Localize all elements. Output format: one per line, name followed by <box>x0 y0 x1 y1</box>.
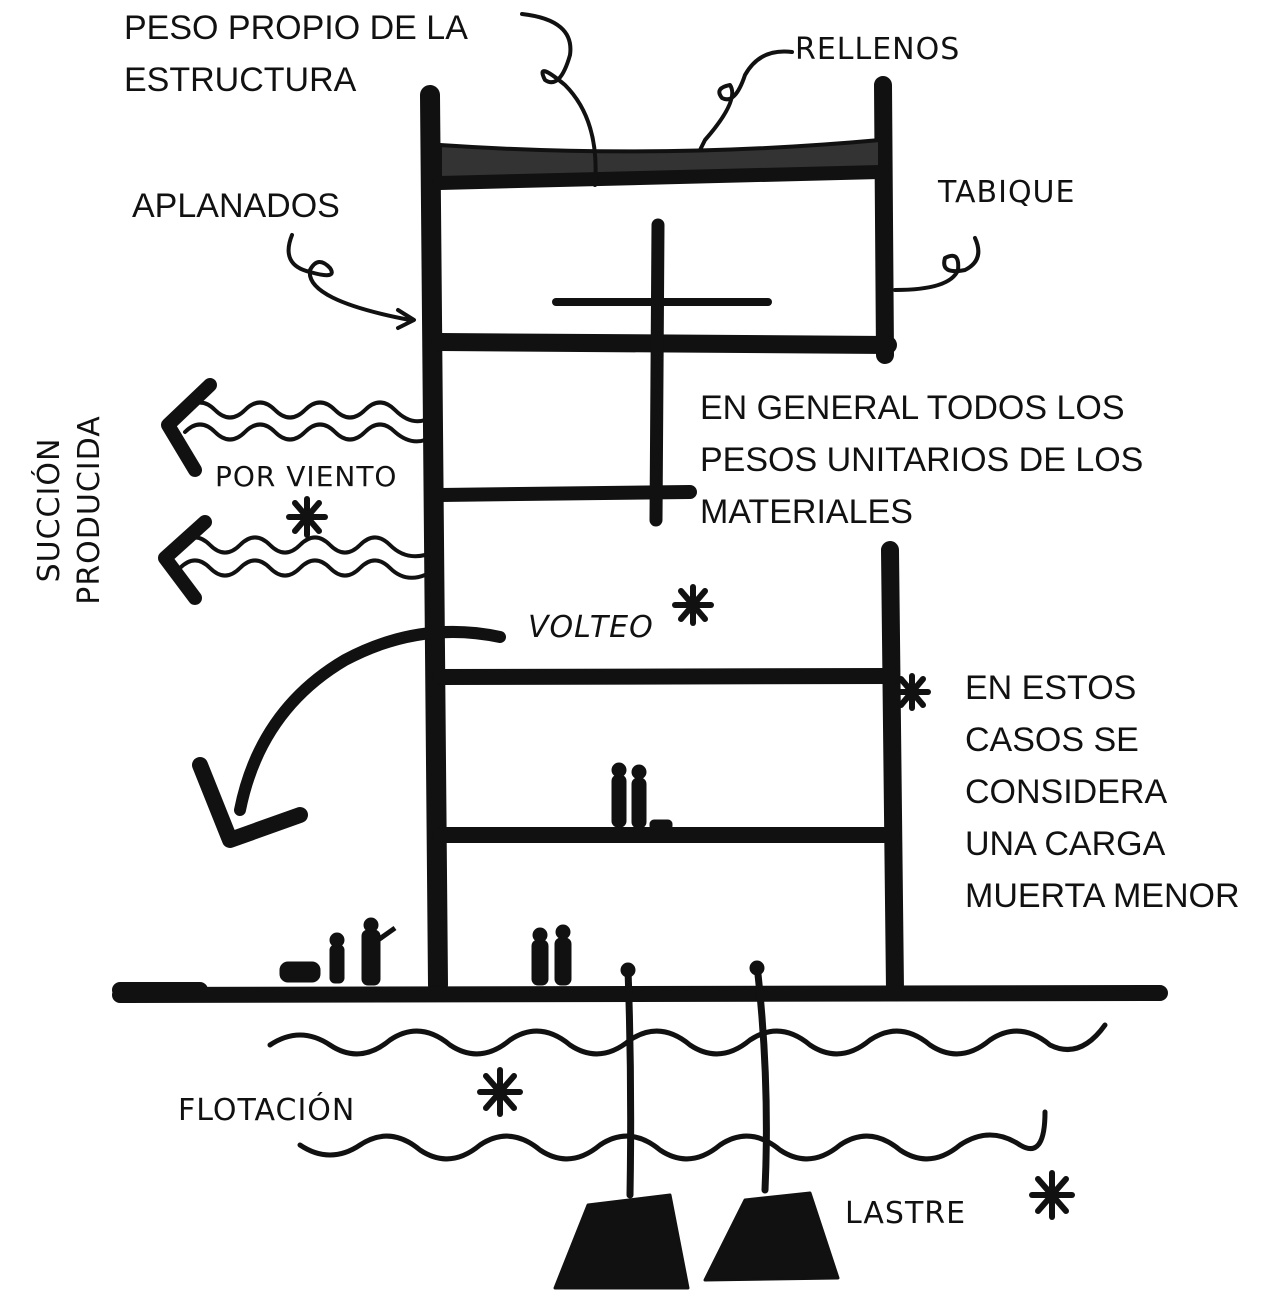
people-ground-left <box>279 917 397 986</box>
label-succion-line-2: PRODUCIDA <box>72 415 107 605</box>
roof-slab <box>433 165 887 190</box>
flotation-wave-1 <box>267 1022 1108 1057</box>
aplanados-arrowhead <box>396 308 416 330</box>
label-flotacion: FLOTACIÓN <box>178 1093 356 1128</box>
label-peso-propio-line-2: ESTRUCTURA <box>124 61 357 99</box>
label-pesos-unitarios-line-3: MATERIALES <box>700 493 913 531</box>
label-tabique: TABIQUE <box>938 175 1076 210</box>
label-aplanados: APLANADOS <box>132 187 340 225</box>
anchor-knob-left <box>620 962 636 978</box>
peso-propio-leader <box>520 12 598 187</box>
flotation-wave-2 <box>297 1109 1048 1162</box>
label-carga-muerta-line-4: UNA CARGA <box>965 825 1166 863</box>
ground-line <box>112 982 1168 1003</box>
asterisk-marks <box>286 496 1075 1220</box>
volteo-arrowhead <box>192 757 308 848</box>
people-upper-floor <box>611 762 673 831</box>
wind-arrowhead-lower <box>158 515 212 605</box>
people-ground-center <box>531 924 572 986</box>
floor-slab-2 <box>431 333 897 354</box>
label-succion: SUCCIÓN PRODUCIDA <box>30 360 110 660</box>
asterisk-wind <box>286 496 328 538</box>
left-column <box>420 85 448 995</box>
label-pesos-unitarios-line-2: PESOS UNITARIOS DE LOS <box>700 441 1144 479</box>
label-carga-muerta-line-3: CONSIDERA <box>965 773 1168 811</box>
label-peso-propio-line-1: PESO PROPIO DE LA <box>124 9 468 47</box>
floor-slab-4 <box>432 668 900 685</box>
ballast-block-right <box>703 1191 840 1282</box>
label-carga-muerta-line-5: MUERTA MENOR <box>965 877 1240 915</box>
wind-arrowhead-upper <box>161 378 217 477</box>
anchor-cable-right <box>753 961 770 1194</box>
wind-wave-lower <box>178 535 427 580</box>
label-carga-muerta: EN ESTOS CASOS SE CONSIDERA UNA CARGA MU… <box>965 662 1240 922</box>
ballast-block-left <box>553 1193 690 1290</box>
label-por-viento: POR VIENTO <box>215 460 398 493</box>
label-rellenos: RELLENOS <box>795 32 961 67</box>
label-carga-muerta-line-1: EN ESTOS <box>965 669 1137 707</box>
right-column-upper <box>874 76 894 364</box>
rellenos-leader <box>698 49 794 152</box>
label-carga-muerta-line-2: CASOS SE <box>965 721 1139 759</box>
label-pesos-unitarios-line-1: EN GENERAL TODOS LOS <box>700 389 1125 427</box>
tabique-leader <box>893 236 981 292</box>
aplanados-leader <box>286 233 412 322</box>
volteo-arc <box>234 625 506 816</box>
wind-wave-upper <box>183 400 427 444</box>
anchor-cable-left <box>624 966 635 1199</box>
label-peso-propio: PESO PROPIO DE LA ESTRUCTURA <box>124 2 468 106</box>
floor-slab-3 <box>433 485 697 502</box>
asterisk-flotacion <box>477 1067 523 1117</box>
label-volteo: VOLTEO <box>528 610 654 645</box>
label-lastre: LASTRE <box>845 1196 967 1231</box>
label-pesos-unitarios: EN GENERAL TODOS LOS PESOS UNITARIOS DE … <box>700 382 1143 538</box>
asterisk-carga <box>893 673 931 711</box>
label-succion-line-1: SUCCIÓN <box>32 437 67 583</box>
partition-vertical <box>649 218 665 527</box>
right-column-lower <box>881 541 904 999</box>
anchor-knob-right <box>749 960 765 976</box>
asterisk-lastre <box>1029 1170 1075 1220</box>
asterisk-volteo <box>672 584 714 626</box>
